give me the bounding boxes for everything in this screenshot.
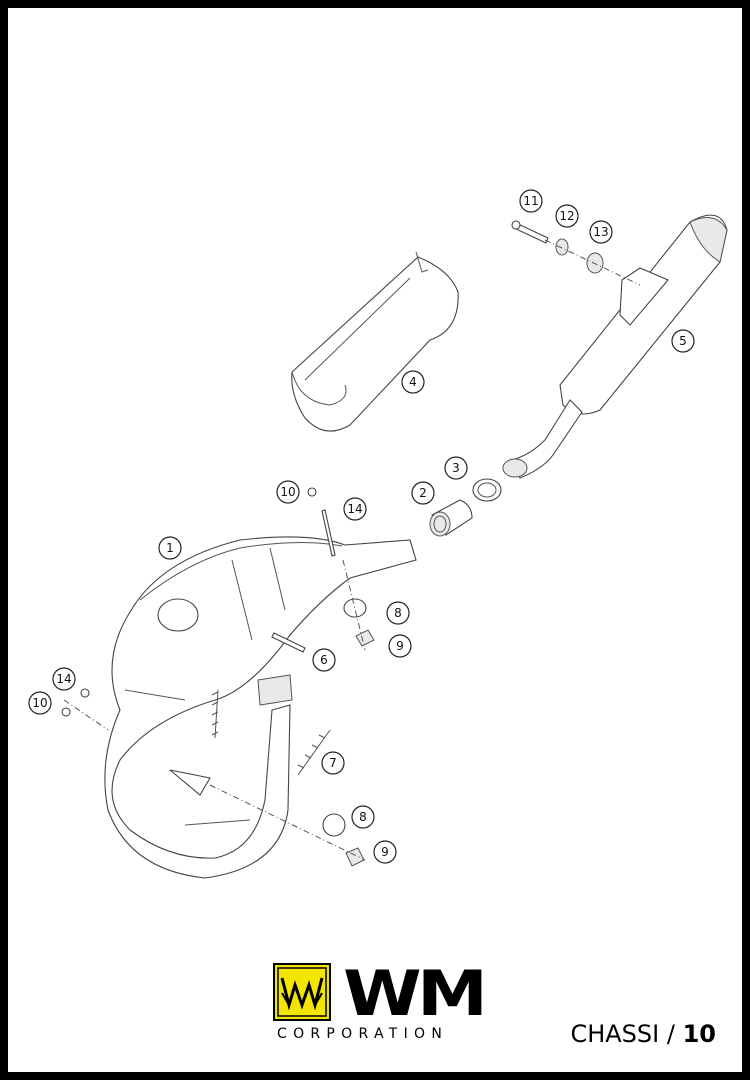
callout-8-lower: 8: [351, 805, 375, 829]
svg-text:12: 12: [559, 209, 574, 223]
clamp-hardware-lower: [61, 688, 366, 867]
svg-text:8: 8: [359, 810, 367, 824]
svg-text:6: 6: [320, 653, 328, 667]
part-1-expansion-chamber: [104, 536, 417, 879]
callout-8-upper: 8: [386, 601, 410, 625]
svg-text:13: 13: [593, 225, 608, 239]
callout-14-upper: 14: [343, 497, 367, 521]
callout-9-upper: 9: [388, 634, 412, 658]
svg-text:10: 10: [280, 485, 295, 499]
svg-text:8: 8: [394, 606, 402, 620]
svg-text:7: 7: [329, 756, 337, 770]
callout-13: 13: [589, 220, 613, 244]
part-2-coupling: [429, 499, 473, 537]
exhaust-exploded-diagram: 1 2 3 4 5 6 7 8 9 10 11 12 13 14 14 10 8…: [28, 189, 728, 879]
section-separator: /: [666, 1020, 675, 1048]
svg-text:14: 14: [56, 672, 71, 686]
silencer-mount-hardware: [511, 220, 641, 286]
callout-10-lower: 10: [28, 691, 52, 715]
svg-text:9: 9: [381, 845, 389, 859]
svg-text:4: 4: [409, 375, 417, 389]
clamp-hardware-upper: [307, 487, 375, 651]
diagram-page: 1 2 3 4 5 6 7 8 9 10 11 12 13 14 14 10 8…: [8, 8, 742, 1072]
callout-4: 4: [401, 370, 425, 394]
callout-7: 7: [321, 751, 345, 775]
part-3-oring: [472, 478, 502, 502]
svg-text:2: 2: [419, 486, 427, 500]
callout-11: 11: [519, 189, 543, 213]
callout-9-lower: 9: [373, 840, 397, 864]
callout-12: 12: [555, 204, 579, 228]
part-4-sleeve: [291, 251, 459, 432]
section-page-label: CHASSI / 10: [570, 1020, 716, 1048]
callout-3: 3: [444, 456, 468, 480]
callout-2: 2: [411, 481, 435, 505]
part-5-silencer: [502, 214, 728, 479]
svg-text:11: 11: [523, 194, 538, 208]
callout-6: 6: [312, 648, 336, 672]
page-number: 10: [682, 1020, 716, 1048]
svg-text:9: 9: [396, 639, 404, 653]
part-7-springs: [211, 689, 331, 776]
logo-wordmark: WM: [343, 957, 488, 1030]
wm-corporation-logo: WM CORPORATION: [273, 957, 488, 1048]
callout-14-lower: 14: [52, 667, 76, 691]
callout-10-upper: 10: [276, 480, 300, 504]
section-name: CHASSI: [570, 1020, 660, 1048]
svg-text:1: 1: [166, 541, 174, 555]
svg-text:10: 10: [32, 696, 47, 710]
callout-5: 5: [671, 329, 695, 353]
logo-subtitle: CORPORATION: [277, 1026, 449, 1042]
callout-1: 1: [158, 536, 182, 560]
svg-text:5: 5: [679, 334, 687, 348]
svg-text:14: 14: [347, 502, 362, 516]
part-6-pin: [271, 632, 306, 653]
wm-logo-icon: [273, 963, 331, 1021]
svg-text:3: 3: [452, 461, 460, 475]
